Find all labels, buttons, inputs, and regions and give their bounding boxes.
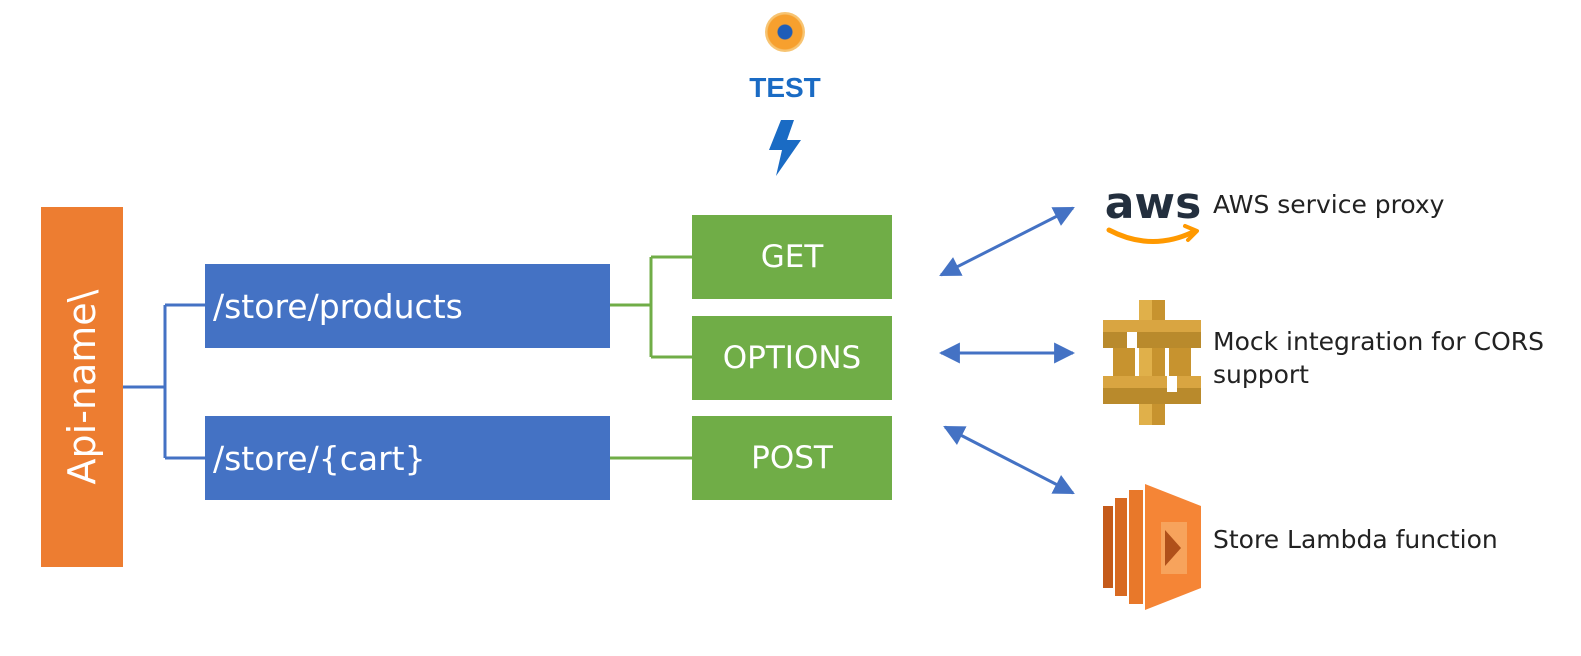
method-label: POST (751, 440, 833, 476)
resource-store-cart: /store/{cart} (205, 416, 610, 500)
arrow-post-lambda (943, 425, 1075, 495)
method-get: GET (692, 215, 892, 299)
aws-logo-icon: aws (1105, 178, 1202, 244)
method-connector (610, 255, 692, 460)
api-gateway-icon (1103, 300, 1201, 425)
integration-label-aws: AWS service proxy (1213, 190, 1445, 219)
method-options: OPTIONS (692, 316, 892, 400)
lightning-bolt-icon (769, 120, 801, 176)
resource-label: /store/{cart} (213, 438, 426, 478)
test-badge: TEST (745, 10, 825, 180)
method-label: GET (760, 239, 824, 275)
method-post: POST (692, 416, 892, 500)
svg-text:aws: aws (1105, 178, 1202, 229)
integration-label-lambda: Store Lambda function (1213, 525, 1498, 554)
test-label: TEST (749, 72, 821, 103)
test-target-icon (765, 12, 805, 52)
integration-label-mock: Mock integration for CORS support (1213, 327, 1545, 389)
root-connector (123, 303, 205, 460)
arrow-get-aws (939, 206, 1075, 277)
method-label: OPTIONS (722, 340, 862, 376)
api-root-box: Api-name\ (41, 207, 123, 567)
api-root-label: Api-name\ (60, 289, 104, 485)
lambda-icon (1103, 484, 1201, 610)
resource-label: /store/products (213, 286, 463, 326)
resource-store-products: /store/products (205, 264, 610, 348)
